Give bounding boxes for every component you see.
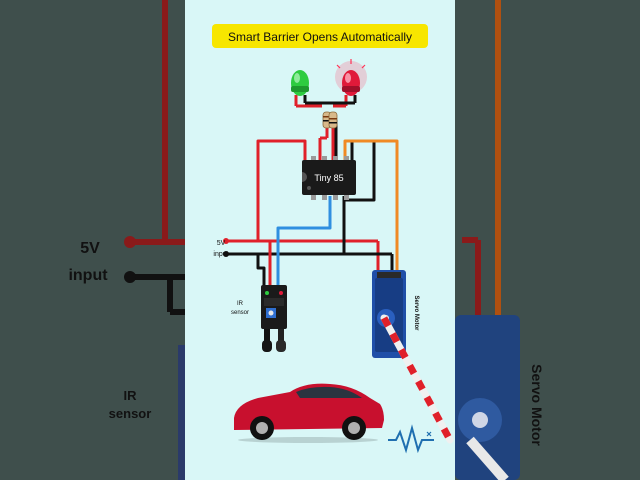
servo-label: Servo Motor <box>413 295 419 331</box>
bg-input-label-line1: 5V <box>80 240 100 257</box>
right-background: Servo Motor <box>455 0 640 480</box>
bg-ir-label-line1: IR <box>124 388 138 403</box>
vcc-terminal-dot <box>223 238 229 244</box>
bg-servo-label: Servo Motor <box>529 364 545 446</box>
input-label-line2: input <box>213 251 228 258</box>
ir-label-line1: IR <box>237 301 244 307</box>
left-background: 5V input IR sensor <box>0 0 185 480</box>
input-label-line1: 5V <box>217 240 226 247</box>
red-led-icon <box>335 59 367 96</box>
chip-label: Tiny 85 <box>314 173 343 183</box>
gnd-terminal-dot <box>223 251 229 257</box>
bg-input-label-line2: input <box>68 267 108 284</box>
wires <box>226 95 399 288</box>
ir-label-line2: sensor <box>231 310 249 316</box>
title-banner: Smart Barrier Opens Automatically <box>212 24 428 48</box>
waveform-logo-icon <box>388 424 434 454</box>
barrier-arm <box>380 314 454 444</box>
green-led-icon <box>291 70 309 96</box>
attiny85-chip: Tiny 85 <box>302 156 356 200</box>
car-icon <box>234 383 384 443</box>
title-text: Smart Barrier Opens Automatically <box>228 30 412 44</box>
bg-ir-label-line2: sensor <box>109 406 152 421</box>
resistor-icon <box>322 111 338 129</box>
ir-sensor-module <box>261 285 287 352</box>
